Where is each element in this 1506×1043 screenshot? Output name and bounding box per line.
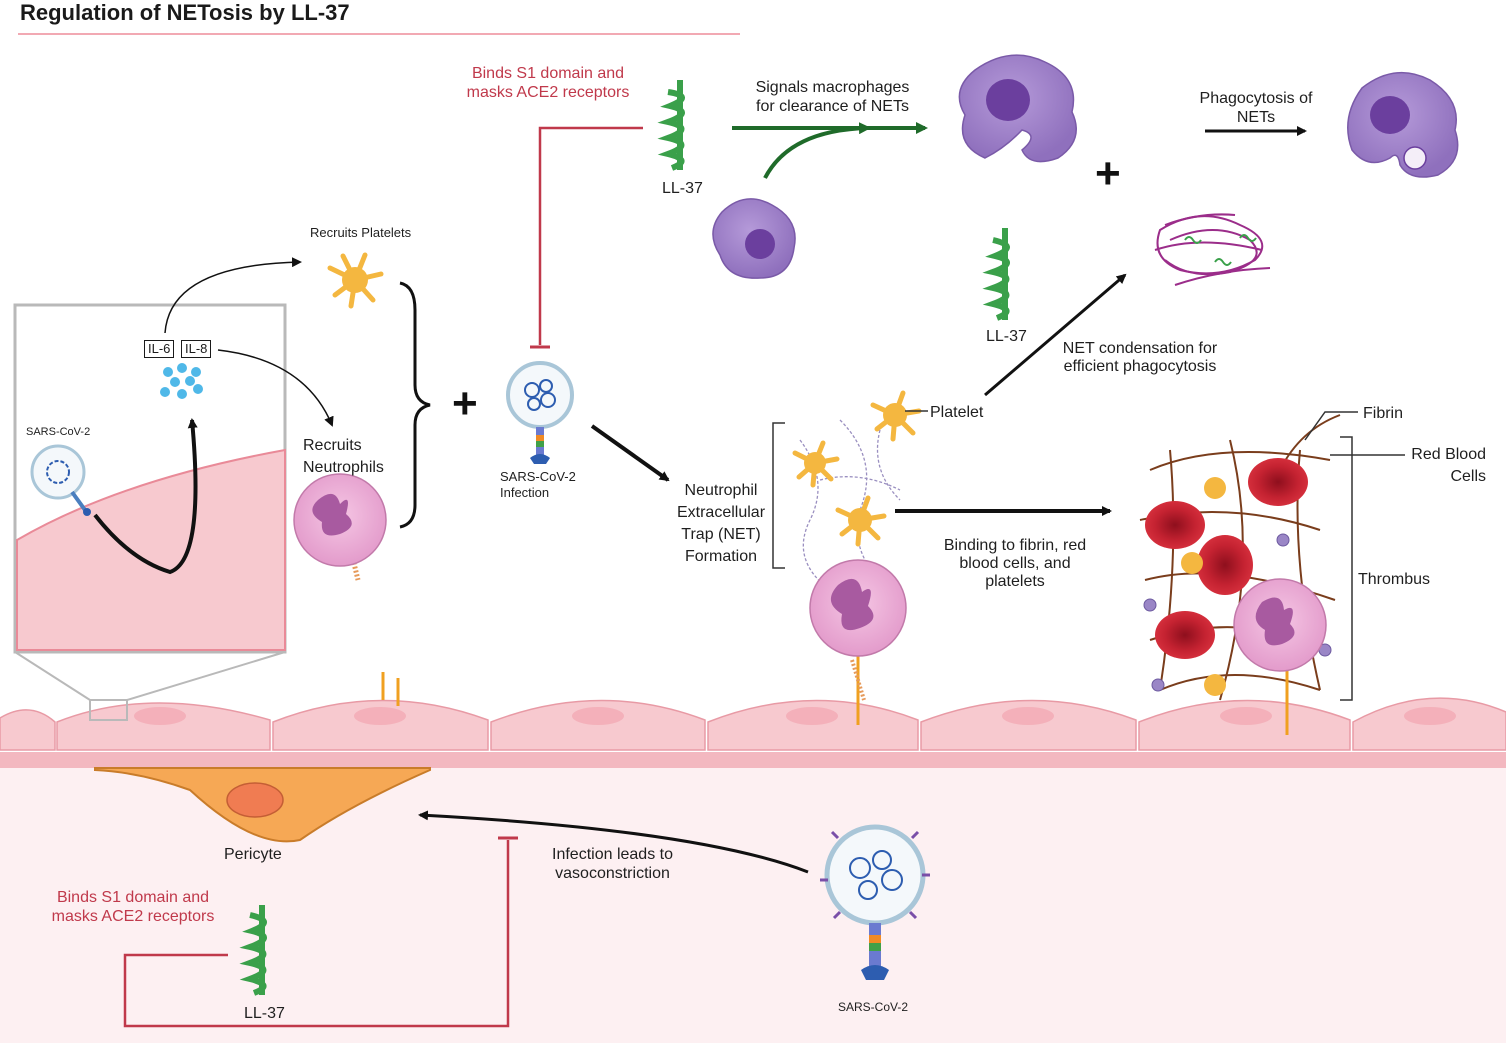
arrow-to-net-formation (590, 424, 670, 482)
endothelial-receptors (381, 672, 400, 706)
label-recruits-neutrophils: Recruits Neutrophils (303, 437, 384, 476)
platelet-recruited (327, 252, 384, 309)
fibrin-leader (1304, 411, 1358, 441)
label-phagocytosis-nets: Phagocytosis of NETs (1199, 90, 1313, 126)
neutrophil-recruited (293, 473, 387, 581)
label-pericyte: Pericyte (224, 846, 282, 863)
cytokine-dots (160, 363, 203, 399)
inhibition-top (530, 126, 643, 349)
platelet-net-3 (835, 495, 887, 547)
label-net-formation: Neutrophil Extracellular Trap (NET) Form… (676, 482, 766, 565)
label-ll37-mid: LL-37 (986, 328, 1027, 345)
page-title: Regulation of NETosis by LL-37 (20, 0, 350, 25)
basement-membrane (0, 752, 1506, 768)
label-net-condensation: NET condensation for efficient phagocyto… (1062, 340, 1218, 375)
endothelial-layer (0, 697, 1506, 751)
label-fibrin: Fibrin (1363, 405, 1404, 422)
macrophage-small (712, 198, 796, 279)
il6-box: IL-6 (144, 340, 175, 358)
thrombus-bracket (1340, 436, 1353, 701)
pericyte-cell (94, 767, 431, 843)
label-red-blood-cells: Red Blood Cells (1411, 446, 1486, 485)
il8-box: IL-8 (181, 340, 212, 358)
label-ll37-top: LL-37 (662, 180, 703, 197)
virus-bottom (820, 824, 930, 980)
virus-inset (30, 444, 91, 516)
macrophage-phagocytosis (1347, 71, 1459, 178)
arrow-to-platelets (164, 257, 302, 334)
arrow-net-condensation (984, 273, 1127, 397)
ll37-helix-bottom (239, 905, 267, 996)
label-signals-macrophages: Signals macrophages for clearance of NET… (755, 79, 910, 115)
label-sars-cov2-inset: SARS-CoV-2 (26, 426, 91, 438)
label-binds-s1-bottom: Binds S1 domain and masks ACE2 receptors (51, 889, 215, 925)
label-thrombus: Thrombus (1358, 571, 1431, 588)
label-sars-cov2-bottom: SARS-CoV-2 (838, 1000, 909, 1014)
thrombus-platelets (1181, 477, 1226, 696)
thrombus (1139, 414, 1341, 735)
label-ll37-bottom: LL-37 (244, 1005, 285, 1022)
macrophage-large (958, 54, 1077, 163)
arrow-to-neutrophils (217, 349, 334, 427)
thrombus-rbcs (1145, 458, 1308, 659)
neutrophil-netosis (809, 559, 907, 725)
label-platelet: Platelet (930, 404, 984, 421)
virus-center (506, 361, 574, 464)
plus-sign-right: + (1095, 149, 1121, 198)
ll37-helix-top (657, 80, 685, 171)
condensed-net (1154, 213, 1271, 286)
arrow-vasoconstriction (418, 810, 809, 874)
platelet-net-2 (792, 440, 840, 488)
platelet-net-1 (870, 390, 922, 442)
curly-brace (399, 281, 431, 529)
label-sars-infection: SARS-CoV-2 Infection (500, 469, 576, 500)
label-binding-fibrin: Binding to fibrin, red blood cells, and … (943, 537, 1087, 590)
clearance-arrow-curve (763, 122, 871, 179)
label-recruits-platelets: Recruits Platelets (310, 225, 412, 240)
inhibition-bottom (123, 836, 518, 1028)
net-formation-bracket (772, 422, 785, 569)
label-binds-s1-top: Binds S1 domain and masks ACE2 receptors (466, 65, 630, 101)
plus-sign-center: + (452, 379, 478, 428)
zoom-inset (13, 303, 287, 721)
ll37-helix-mid (982, 228, 1010, 321)
label-infection-vasoconstriction: Infection leads to vasoconstriction (552, 846, 673, 882)
